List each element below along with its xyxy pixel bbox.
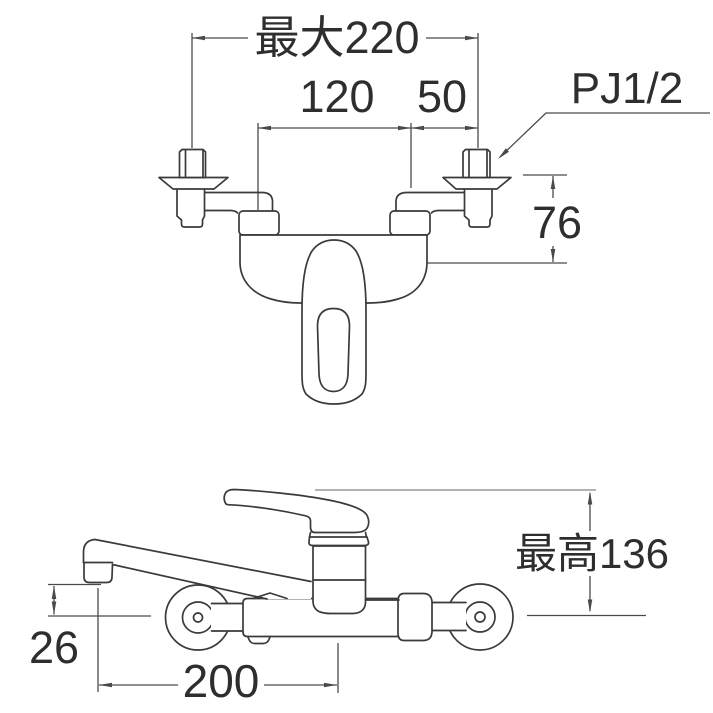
dimension-spout-reach-label: 200	[183, 655, 260, 707]
spout-top-edge	[94, 538, 312, 583]
left-hex-nut	[178, 148, 207, 179]
right-inlet-boss	[389, 210, 431, 236]
right-arm-top-edge	[395, 191, 466, 214]
spout-fill	[83, 539, 311, 599]
side-faucet	[82, 488, 514, 651]
dimension-offset-label: 50	[417, 71, 467, 122]
right-hex-nut-facets	[468, 149, 488, 178]
right-pipe-fill	[432, 603, 466, 630]
front-faucet	[158, 148, 512, 405]
left-pipe-fill	[211, 604, 243, 631]
right-flange-hub	[464, 601, 496, 633]
right-arm-bottom-edge	[430, 209, 466, 214]
spout-nozzle	[83, 562, 114, 584]
front-lever-inner-recess	[316, 307, 351, 393]
spout-underside-edge	[111, 563, 268, 600]
front-lever-handle	[301, 239, 367, 405]
arrowhead	[51, 586, 57, 599]
left-flange-center	[192, 612, 204, 623]
arrowhead	[587, 599, 593, 613]
connection-thread-label: PJ1/2	[571, 64, 684, 113]
side-dimension-lines	[48, 489, 646, 693]
arrowhead	[587, 491, 593, 505]
spout-body-wedge	[252, 592, 288, 600]
left-pipe-edges	[210, 602, 245, 632]
arrowhead	[398, 125, 411, 131]
left-arm-bottom-edge	[203, 209, 239, 214]
arrowhead	[324, 682, 337, 688]
front-view: 最大220 120 50 PJ1/2 76	[158, 12, 710, 405]
front-dimension-lines	[191, 33, 710, 264]
arrowhead	[465, 125, 478, 131]
arrowhead	[498, 148, 509, 159]
right-supply-pipe	[463, 187, 493, 228]
left-supply-pipe	[176, 187, 206, 228]
arrowhead	[51, 601, 57, 615]
arrowhead	[411, 125, 424, 131]
dimension-max-width-label: 最大220	[254, 12, 419, 63]
cartridge-cap	[308, 536, 370, 547]
dimension-depth-label: 76	[532, 197, 582, 248]
dimension-spout-drop-label: 26	[29, 622, 79, 673]
front-labels: 最大220 120 50 PJ1/2 76	[254, 12, 683, 248]
side-lever-handle	[223, 488, 370, 534]
left-arm-top-edge	[203, 191, 274, 214]
dimension-inlet-pitch-label: 120	[299, 71, 374, 122]
right-hex-nut	[462, 148, 491, 179]
side-view: 最高136 26 200	[29, 488, 669, 707]
left-wall-flange	[158, 176, 229, 190]
dimension-max-height-label: 最高136	[515, 530, 669, 577]
spout-tip	[82, 538, 96, 564]
arrowhead	[550, 176, 556, 189]
left-inlet-boss	[238, 210, 280, 236]
side-labels: 最高136 26 200	[29, 530, 669, 707]
left-flange-hub	[181, 601, 215, 634]
arrowhead	[465, 35, 478, 41]
arrowhead	[99, 682, 112, 688]
under-bar-nub	[247, 635, 271, 645]
union-nut-side	[397, 592, 433, 642]
arrowhead	[258, 125, 271, 131]
left-hex-nut-facets	[184, 149, 204, 178]
right-flange-center	[474, 611, 486, 623]
leader-line-pj	[499, 112, 710, 158]
right-pipe-edges	[431, 601, 467, 632]
arrowhead	[550, 249, 556, 262]
right-wall-flange	[442, 176, 512, 190]
arrowhead	[192, 35, 205, 41]
